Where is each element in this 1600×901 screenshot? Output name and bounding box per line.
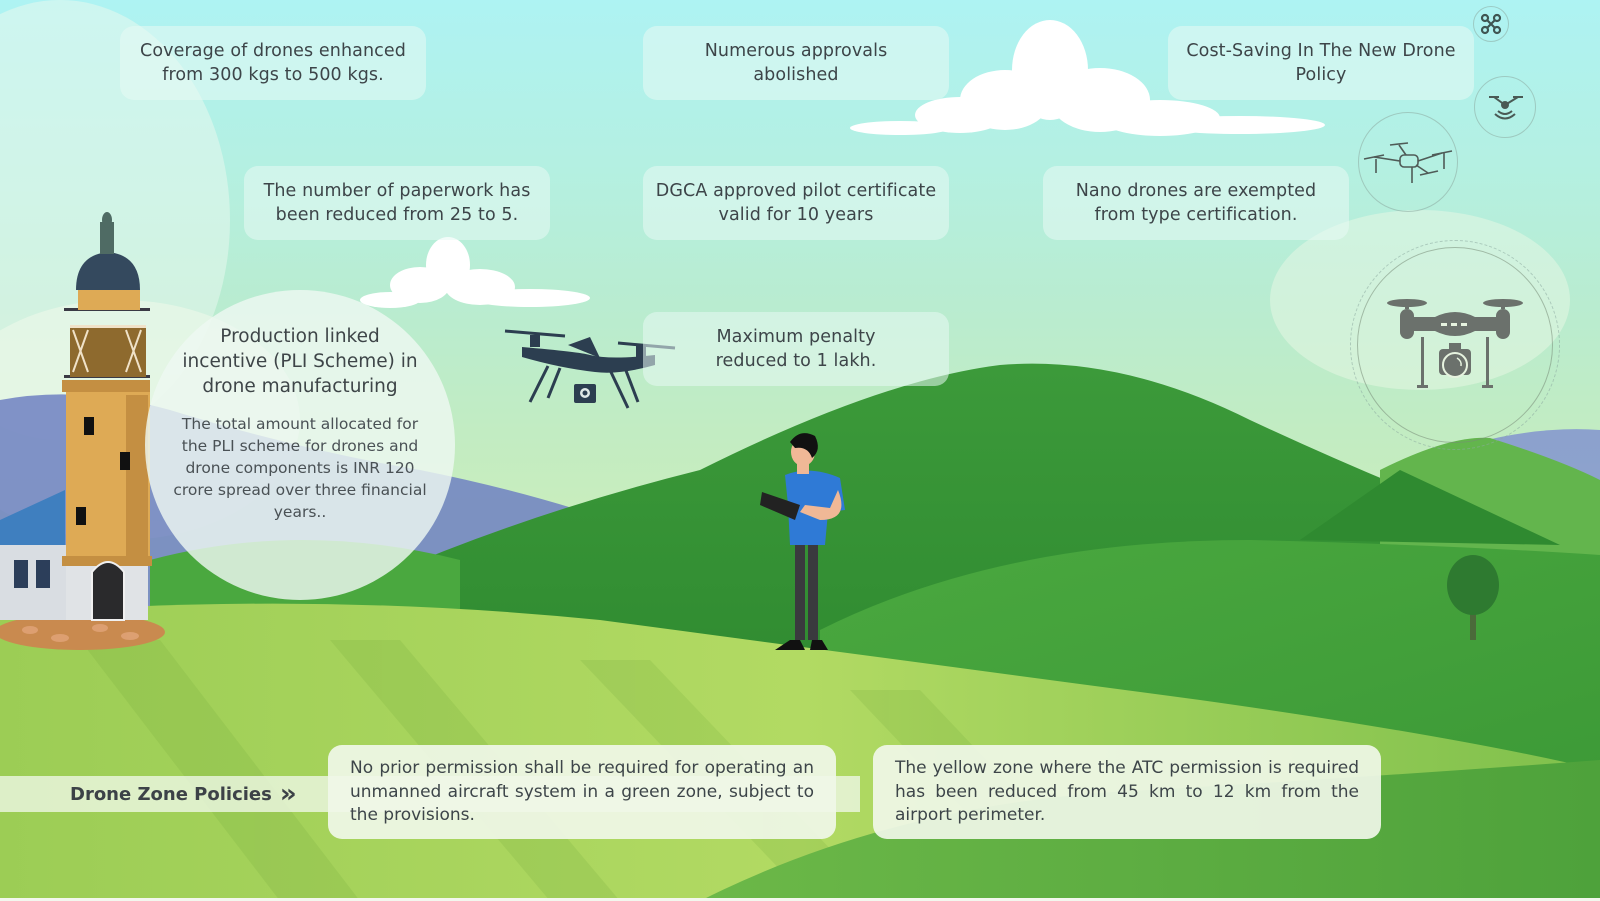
card-text-line: reduced to 1 lakh. bbox=[715, 351, 877, 371]
cloud-top bbox=[850, 20, 1325, 136]
info-card-coverage: Coverage of drones enhanced from 300 kgs… bbox=[120, 26, 426, 100]
info-card-approvals: Numerous approvals abolished bbox=[643, 26, 949, 100]
card-text-line: Maximum penalty bbox=[716, 327, 876, 347]
card-text-line: valid for 10 years bbox=[718, 205, 874, 225]
card-text-line: DGCA approved pilot certificate bbox=[655, 181, 937, 201]
drone-signal-icon bbox=[1489, 96, 1523, 120]
quadcopter-small-icon bbox=[1480, 13, 1502, 35]
camera-drone-icon-badge bbox=[1350, 240, 1560, 450]
card-text-line: abolished bbox=[753, 65, 839, 85]
drone-signal-icon-badge bbox=[1474, 76, 1536, 138]
cloud-mid bbox=[360, 237, 590, 308]
quadcopter-small-icon-badge bbox=[1473, 6, 1509, 42]
card-text-line: The number of paperwork has bbox=[263, 181, 531, 201]
info-card-nano-drones: Nano drones are exempted from type certi… bbox=[1043, 166, 1349, 240]
yellow-zone-policy-card: The yellow zone where the ATC permission… bbox=[873, 745, 1381, 839]
drone-outline-icon bbox=[1363, 142, 1453, 183]
card-text-line: Nano drones are exempted bbox=[1075, 181, 1317, 201]
lighthouse-tower-illustration bbox=[0, 212, 165, 650]
card-text-line: been reduced from 25 to 5. bbox=[275, 205, 519, 225]
drone-zone-heading: Drone Zone Policies » bbox=[70, 776, 297, 812]
double-chevron-right-icon: » bbox=[279, 779, 297, 809]
card-text-line: Cost-Saving In The New Drone bbox=[1186, 41, 1456, 61]
pli-scheme-circle: Production linked incentive (PLI Scheme)… bbox=[145, 290, 455, 600]
card-text-line: Coverage of drones enhanced bbox=[140, 41, 406, 61]
green-zone-policy-card: No prior permission shall be required fo… bbox=[328, 745, 836, 839]
drone-zone-label: Drone Zone Policies bbox=[70, 783, 272, 805]
card-text-line: from 300 kgs to 500 kgs. bbox=[162, 65, 384, 85]
info-card-paperwork: The number of paperwork has been reduced… bbox=[244, 166, 550, 240]
pli-title: Production linked incentive (PLI Scheme)… bbox=[182, 326, 418, 397]
camera-drone-icon-inner-ring bbox=[1357, 247, 1553, 443]
camera-drone-icon bbox=[1387, 299, 1523, 388]
bottom-border bbox=[0, 898, 1600, 901]
green-zone-policy-text: No prior permission shall be required fo… bbox=[350, 758, 814, 825]
person-with-controller-illustration bbox=[760, 433, 845, 650]
drone-outline-icon-badge bbox=[1358, 112, 1458, 212]
info-card-penalty: Maximum penalty reduced to 1 lakh. bbox=[643, 312, 949, 386]
card-text-line: Policy bbox=[1295, 65, 1347, 85]
info-card-cost-saving: Cost-Saving In The New Drone Policy bbox=[1168, 26, 1474, 100]
tree-illustration bbox=[1447, 555, 1499, 640]
card-text-line: Numerous approvals bbox=[704, 41, 888, 61]
info-card-pilot-certificate: DGCA approved pilot certificate valid fo… bbox=[643, 166, 949, 240]
yellow-zone-policy-text: The yellow zone where the ATC permission… bbox=[895, 758, 1359, 825]
pli-description: The total amount allocated for the PLI s… bbox=[173, 415, 427, 521]
card-text-line: from type certification. bbox=[1094, 205, 1298, 225]
